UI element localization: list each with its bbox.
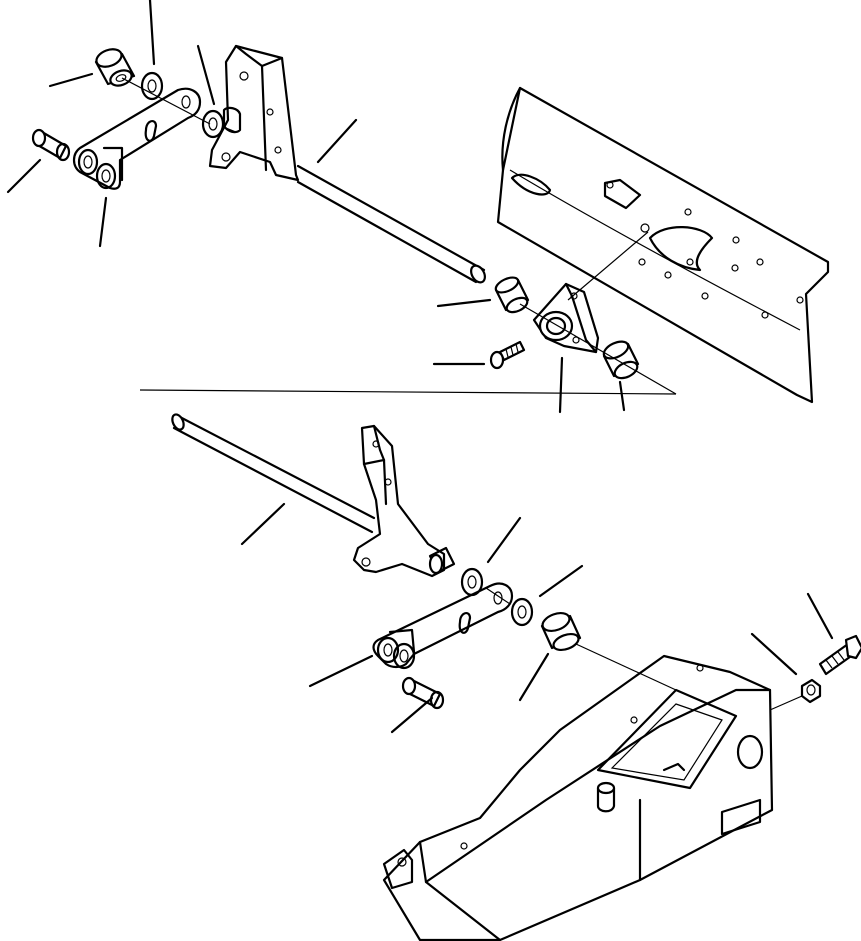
upper-centerlines — [121, 77, 677, 395]
lower-centerlines — [485, 587, 803, 711]
upper-rod — [296, 164, 486, 284]
upper-bracket — [208, 44, 300, 182]
lower-washer-2 — [510, 597, 534, 627]
lower-washer-1 — [460, 567, 484, 597]
lower-bolt — [818, 634, 861, 676]
lower-leaders — [240, 502, 834, 734]
blade-plate — [496, 86, 830, 404]
mid-bushing-left — [494, 276, 530, 314]
triangle-bracket — [532, 282, 600, 354]
mid-bolt — [489, 340, 526, 370]
lower-pin — [401, 676, 445, 710]
lower-bushing — [540, 611, 582, 652]
upper-pin — [31, 128, 71, 162]
lower-rod — [171, 413, 376, 534]
upper-bushing — [94, 48, 136, 87]
upper-washer-2 — [201, 109, 225, 139]
upper-washer-1 — [140, 71, 164, 101]
chassis-body — [382, 654, 774, 941]
lower-nut — [800, 678, 822, 704]
upper-leaders — [6, 0, 626, 414]
mid-bushing-right — [602, 340, 640, 380]
lower-link — [372, 582, 514, 670]
lower-bracket — [352, 424, 456, 578]
upper-link — [72, 87, 202, 190]
